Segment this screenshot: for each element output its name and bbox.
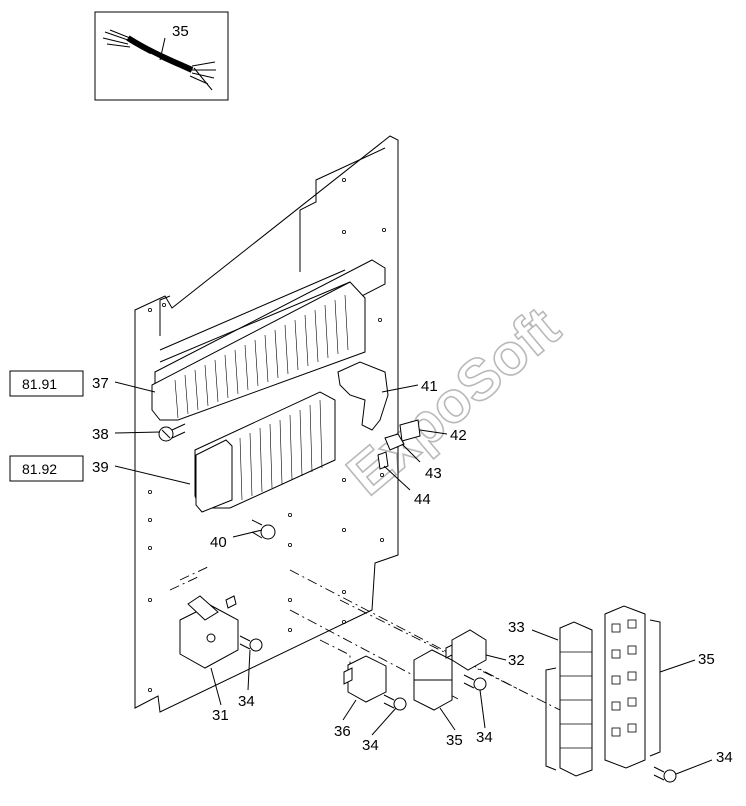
wiring-harness-icon — [102, 29, 216, 91]
relay-36 — [343, 655, 387, 703]
screw-bank — [653, 766, 677, 783]
terminal-strip-lower — [194, 391, 336, 513]
screw-relay — [239, 635, 263, 652]
callout-38: 38 — [92, 426, 109, 443]
inset-harness-box: 35 — [94, 11, 229, 101]
end-plate — [377, 451, 389, 470]
callout-35-relay: 35 — [446, 732, 463, 749]
plate-holes — [147, 177, 386, 693]
reference-81-91: 81.91 — [22, 376, 57, 392]
callout-36: 36 — [334, 723, 351, 740]
relay-35 — [413, 649, 453, 711]
callout-43: 43 — [425, 465, 442, 482]
callout-34-relay: 34 — [238, 693, 255, 710]
callout-33: 33 — [508, 619, 525, 636]
reference-box-1: 81.91 — [9, 370, 84, 397]
reference-box-2: 81.92 — [9, 455, 84, 482]
screw-35 — [463, 674, 487, 691]
leader-lines — [114, 381, 713, 775]
callout-37: 37 — [92, 375, 109, 392]
small-connector — [384, 433, 405, 451]
callout-34-relay-35: 34 — [476, 729, 493, 746]
relay-base — [179, 595, 239, 669]
callout-35-bank: 35 — [698, 651, 715, 668]
callout-40: 40 — [210, 534, 227, 551]
callout-32: 32 — [508, 652, 525, 669]
terminal-strip-upper — [151, 259, 386, 421]
callout-42: 42 — [450, 427, 467, 444]
mounting-plate — [134, 135, 399, 713]
screw-lower — [251, 519, 276, 540]
reference-81-92: 81.92 — [22, 461, 57, 477]
callout-31: 31 — [212, 707, 229, 724]
end-bracket — [337, 361, 389, 431]
relay-bank — [604, 605, 661, 769]
callout-41: 41 — [421, 378, 438, 395]
bridge-jumper — [399, 419, 421, 442]
relay-stack — [545, 621, 593, 777]
relay-32 — [445, 629, 487, 671]
callout-inset-35: 35 — [172, 23, 189, 40]
screw-upper — [158, 423, 186, 442]
callout-34-bank: 34 — [716, 749, 733, 766]
callout-34-relay-36: 34 — [362, 737, 379, 754]
callout-39: 39 — [92, 459, 109, 476]
callout-44: 44 — [414, 491, 431, 508]
screw-36 — [383, 694, 407, 711]
